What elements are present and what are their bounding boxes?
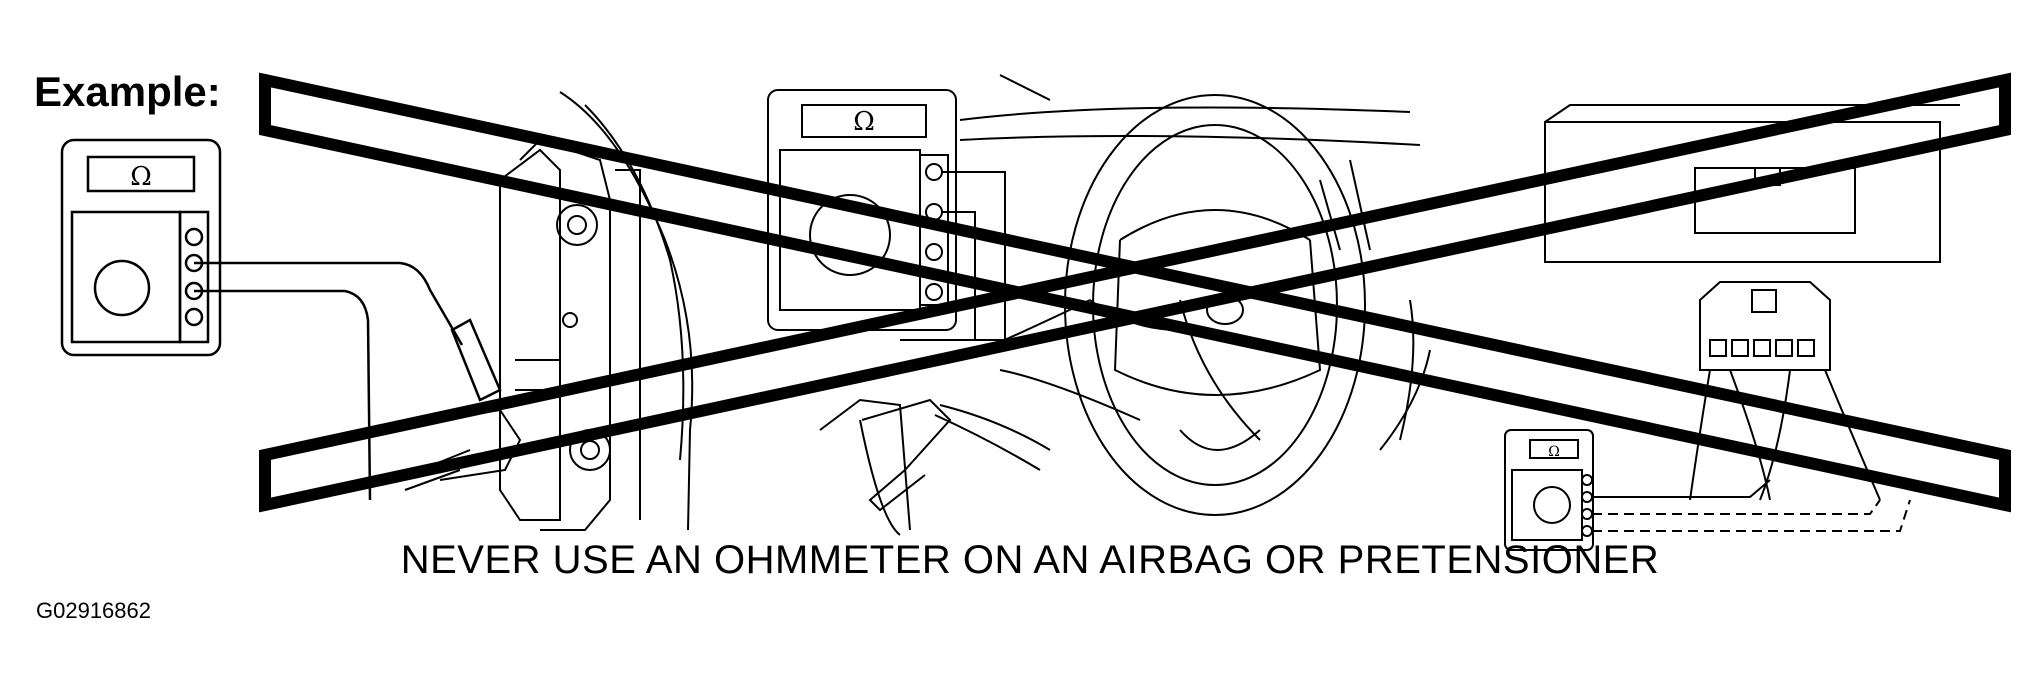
connector-diagram [1504,104,1960,551]
center-meter-symbol: Ω [853,107,875,137]
example-meter-symbol: Ω [130,162,152,192]
example-ohmmeter [60,138,502,501]
example-label: Example: [34,68,221,115]
right-meter-symbol: Ω [1548,444,1560,460]
prohibition-x-mark [259,72,2011,513]
figure-code: G02916862 [36,598,151,623]
warning-caption: NEVER USE AN OHMMETER ON AN AIRBAG OR PR… [400,538,1660,582]
